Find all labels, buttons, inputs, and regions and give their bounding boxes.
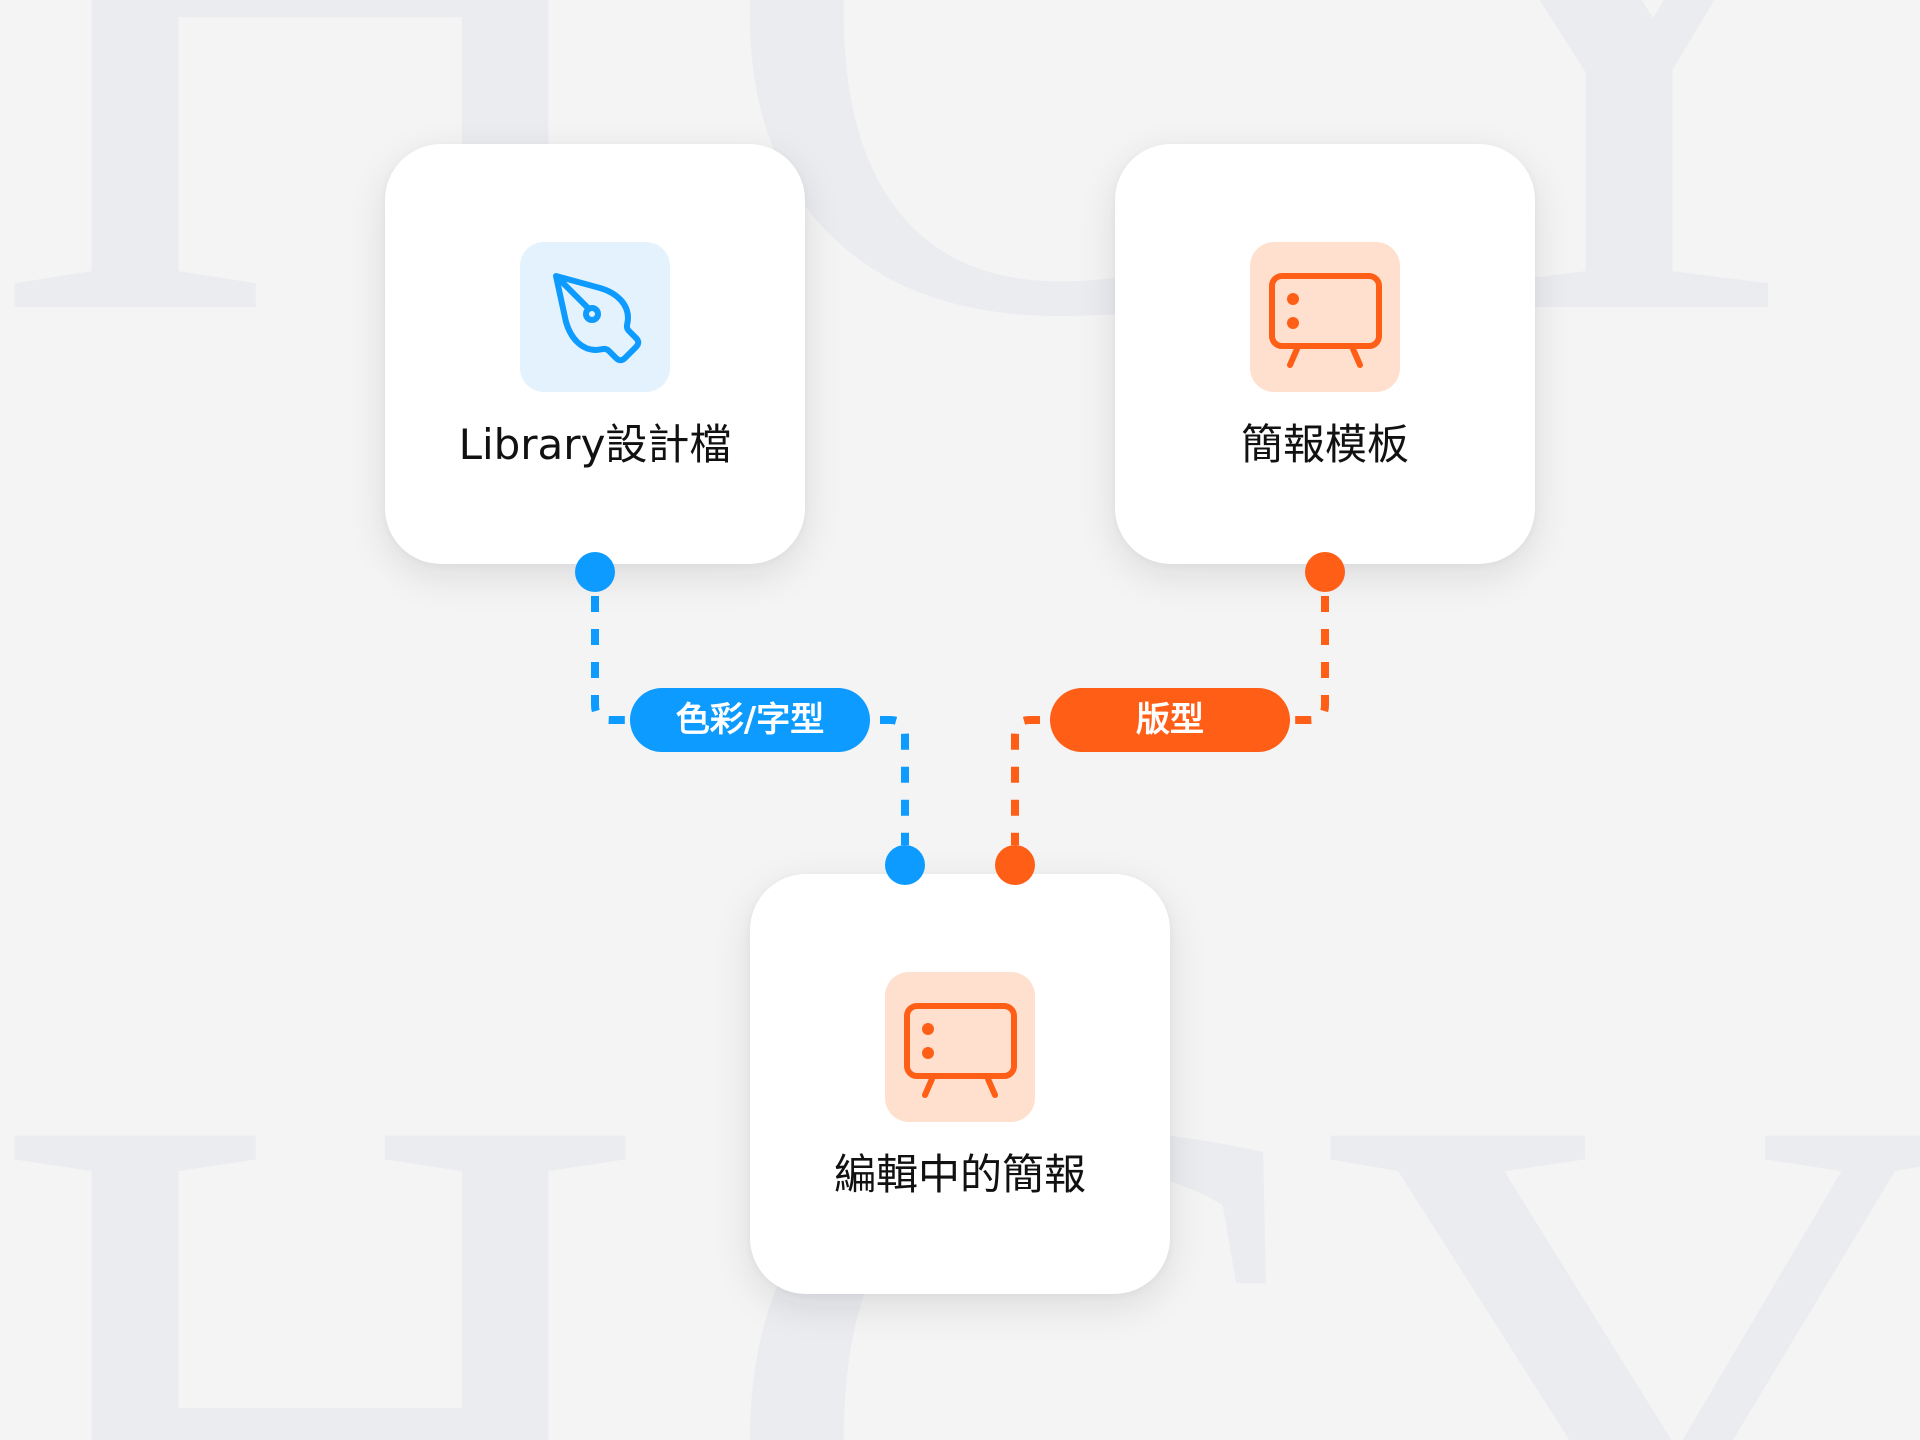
library-icon-box [520, 242, 670, 392]
connector-template-to-pill [1290, 596, 1329, 724]
card-editing-presentation[interactable]: 編輯中的簡報 [750, 874, 1170, 1294]
pen-nib-icon [553, 273, 642, 364]
presentation-board-icon [904, 1003, 1017, 1098]
bg-letter-bottom-3: Y [1320, 919, 1920, 1440]
editing-input-port-blue[interactable] [885, 845, 925, 885]
card-presentation-template[interactable]: 簡報模板 [1115, 144, 1535, 564]
card-library-design-file[interactable]: Library設計檔 [385, 144, 805, 564]
editing-icon-box [885, 972, 1035, 1122]
card-label: 簡報模板 [1240, 420, 1409, 469]
bg-letter-bottom-1: H [0, 919, 652, 1440]
edge-label-layout: 版型 [1050, 688, 1290, 752]
card-label: 編輯中的簡報 [833, 1150, 1086, 1199]
presentation-board-icon [1269, 273, 1382, 368]
edge-label-color-font: 色彩/字型 [630, 688, 870, 752]
card-label: Library設計檔 [458, 420, 732, 469]
template-output-port[interactable] [1305, 552, 1345, 592]
connector-library-to-pill [591, 596, 630, 724]
connector-pill-to-editing-blue [880, 716, 909, 845]
template-icon-box [1250, 242, 1400, 392]
library-output-port[interactable] [575, 552, 615, 592]
connector-pill-to-editing-orange [1011, 716, 1040, 845]
editing-input-port-orange[interactable] [995, 845, 1035, 885]
